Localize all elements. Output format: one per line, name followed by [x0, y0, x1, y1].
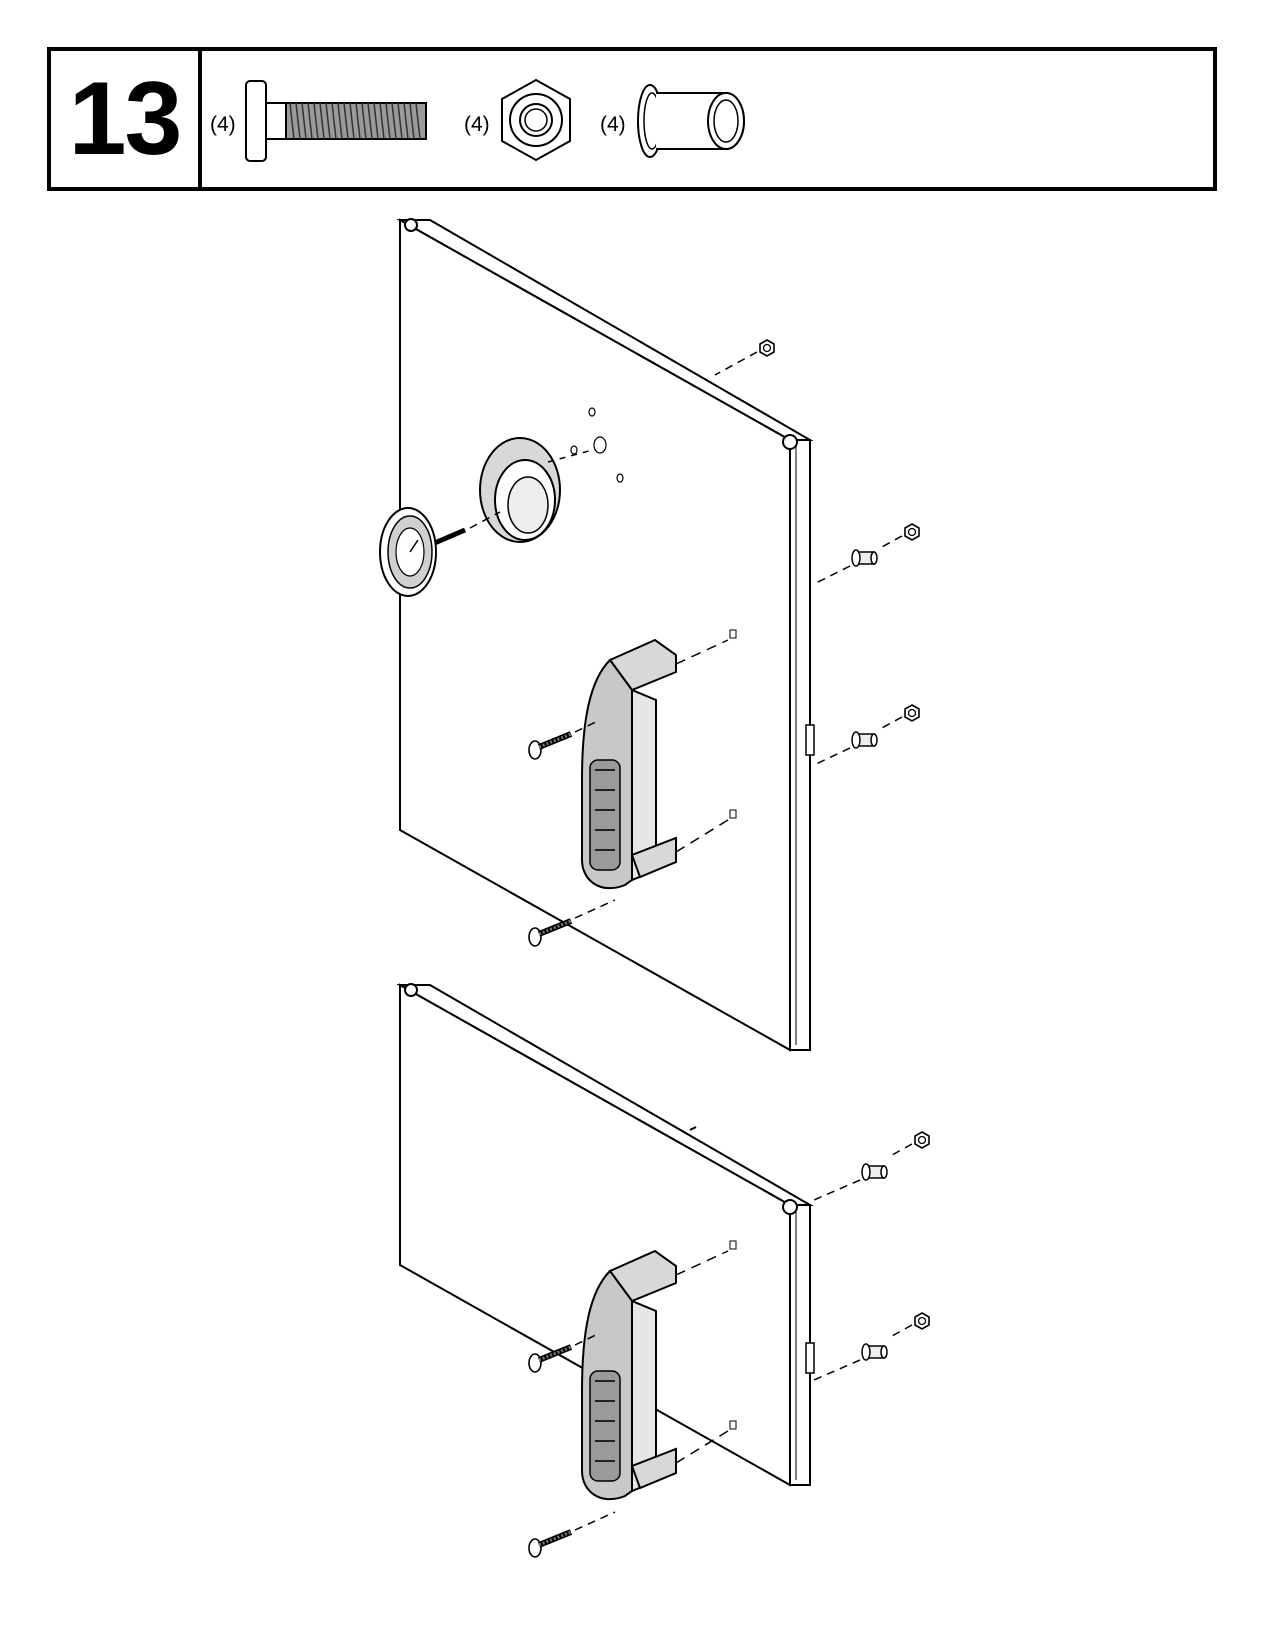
thermometer-bezel	[479, 437, 561, 543]
lower-handle-bolts	[529, 1332, 616, 1557]
nut-icon	[501, 78, 571, 162]
lower-door-panel	[396, 983, 815, 1487]
step-number: 13	[68, 61, 183, 177]
upper-hinge-hardware-top	[813, 523, 920, 585]
parts-list: (4) (4)	[202, 51, 1213, 187]
spacer-quantity: (4)	[600, 113, 626, 136]
thermometer-nut	[714, 339, 775, 376]
nut-quantity: (4)	[464, 113, 490, 136]
bolt-quantity: (4)	[210, 113, 236, 136]
bolt-icon	[245, 80, 427, 162]
parts-header: 13 (4) (4)	[47, 47, 1217, 191]
spacer-icon	[637, 84, 745, 158]
upper-door-panel	[396, 218, 815, 1052]
upper-hinge-hardware-bottom	[813, 704, 920, 766]
step-number-cell: 13	[51, 51, 202, 187]
upper-door-handle	[581, 629, 737, 890]
thermometer-gauge	[379, 507, 466, 597]
upper-handle-bolts	[529, 719, 616, 946]
lower-hinge-hardware-top	[813, 1131, 930, 1201]
lower-hinge-hardware-bottom	[813, 1312, 930, 1381]
lower-door-handle	[581, 1240, 737, 1501]
